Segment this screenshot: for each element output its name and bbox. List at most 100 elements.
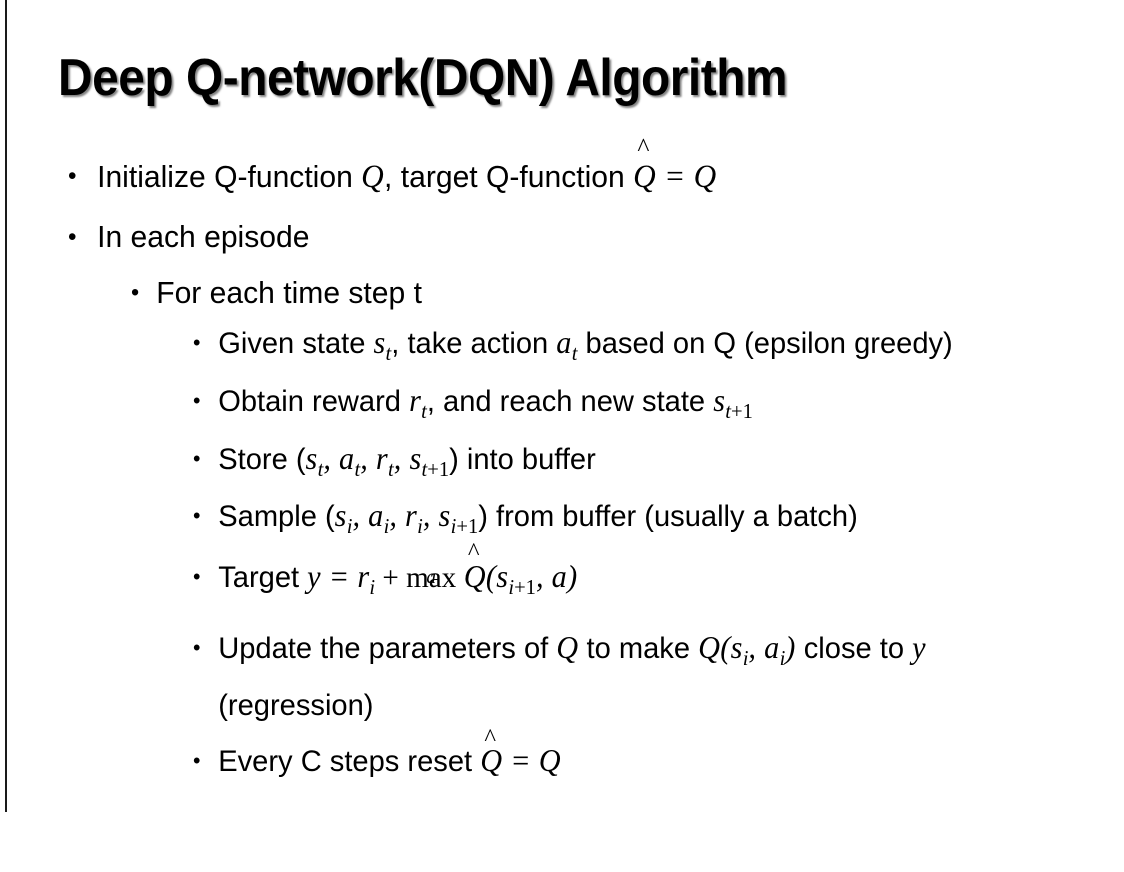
sample-seg2: ) from buffer (usually a batch) [478,500,858,534]
sample-sep-3: , [422,498,439,534]
bullet-update-text: Update the parameters of Q to make Q(si,… [218,624,1072,729]
bullet-list-level-1: • Initialize Q-function Q, target Q-func… [0,134,1124,267]
math-s-i: si [731,630,749,670]
left-edge-rule [5,0,7,812]
math-subscript: i [417,514,423,539]
math-a-base: a [556,325,572,360]
bullet-initialize-text: Initialize Q-function Q, target Q-functi… [97,134,1092,207]
store-seg2: ) into buffer [449,442,596,476]
obtain-reward-seg2: , and reach new state [426,384,714,418]
math-a-i: ai [764,629,785,670]
math-subscript: i [346,514,353,539]
math-store-r-t: rt [376,441,394,481]
math-max-label: max [406,561,457,595]
math-sample-s-i: si [334,498,353,538]
page-title: Deep Q-network(DQN) Algorithm [58,49,788,107]
update-sep-1: , [748,629,765,665]
math-s-i-plus-1: si+1 [496,559,536,599]
bullet-glyph: • [193,634,201,660]
math-y: y [307,559,321,595]
math-q-hat-base: Q [633,158,656,194]
given-state-seg1: Given state [218,327,374,360]
math-base: s [496,559,509,595]
math-subscript: i [742,645,749,670]
math-sample-r-i: ri [405,498,423,538]
math-store-s-t: st [305,440,324,481]
math-q-2: Q [698,629,721,665]
math-base: a [339,440,355,476]
given-state-seg2: , take action [391,327,557,360]
sample-seg1: Sample ( [218,500,335,534]
bullet-sample: • Sample (si, ai, ri, si+1) from buffer … [193,492,1072,550]
bullet-glyph: • [193,564,201,590]
bullet-glyph: • [193,503,201,529]
bullet-reset-target: • Every C steps reset ^Q = Q [193,725,1072,785]
math-comma: , [535,559,552,595]
bullet-glyph: • [193,387,201,413]
bullet-update: • Update the parameters of Q to make Q(s… [193,624,1072,729]
slide-body: • Initialize Q-function Q, target Q-func… [0,134,1124,785]
target-seg1: Target [218,561,308,595]
math-base: s [305,440,318,476]
store-sep-3: , [393,440,410,476]
math-s-subscript: t+1 [725,398,753,423]
obtain-reward-seg1: Obtain reward [218,384,410,418]
math-r-base: r [409,382,422,418]
math-base: s [438,498,451,534]
math-subscript: i [383,514,390,539]
math-q-2: Q [693,158,717,194]
math-subscript: i [369,574,376,599]
math-paren-close: ) [785,629,796,665]
sample-sep-1: , [352,498,369,534]
bullet-glyph: • [68,162,77,190]
math-equals-1: = [655,158,694,194]
math-r-i: ri [357,559,375,599]
initialize-prefix: Initialize Q-function [97,159,362,194]
math-q-1: Q [556,629,579,665]
update-seg2: to make [578,631,699,665]
math-max-underset: a [426,566,436,589]
bullet-list-level-3: • Given state st, take action at based o… [0,319,1124,785]
bullet-obtain-reward: • Obtain reward rt, and reach new state … [193,377,1072,435]
math-q-1: Q [361,158,385,194]
math-s-t: st [373,325,391,365]
bullet-glyph: • [68,223,77,251]
math-base: s [334,498,347,534]
math-a: a [551,559,568,595]
math-subscript: i+1 [450,514,479,539]
bullet-given-state: • Given state st, take action at based o… [193,319,1072,377]
bullet-obtain-reward-text: Obtain reward rt, and reach new state st… [218,377,1072,435]
math-paren-close: ) [567,559,578,595]
hat-accent-icon: ^ [467,536,480,566]
math-q-hat: ^Q [480,725,502,784]
math-subscript: i [779,645,786,670]
bullet-glyph: • [193,330,201,355]
math-s-base: s [713,382,726,418]
bullet-sample-text: Sample (si, ai, ri, si+1) from buffer (u… [218,492,1072,550]
sample-sep-2: , [389,498,406,534]
bullet-glyph: • [131,279,140,306]
store-sep-1: , [323,440,340,476]
hat-accent-icon: ^ [484,723,497,753]
math-equals: = [320,559,358,595]
math-s-base: s [373,325,386,360]
math-base: r [405,498,418,534]
math-y: y [912,629,926,665]
math-sample-s-i-plus-1: si+1 [438,498,479,538]
math-base: a [764,629,780,665]
math-subscript: t+1 [421,456,450,481]
hat-accent-icon: ^ [637,132,650,163]
math-paren-open: ( [720,629,731,665]
math-store-s-t-plus-1: st+1 [409,441,449,481]
math-q-hat: ^Q [633,134,656,206]
reset-seg1: Every C steps reset [218,744,481,778]
update-seg1: Update the parameters of [218,631,557,665]
math-r-t: rt [409,382,427,423]
update-seg4: (regression) [218,688,374,722]
bullet-in-each-episode-text: In each episode [97,219,310,254]
math-q-hat-base: Q [463,559,486,595]
given-state-seg3: based on Q (epsilon greedy) [577,327,953,360]
